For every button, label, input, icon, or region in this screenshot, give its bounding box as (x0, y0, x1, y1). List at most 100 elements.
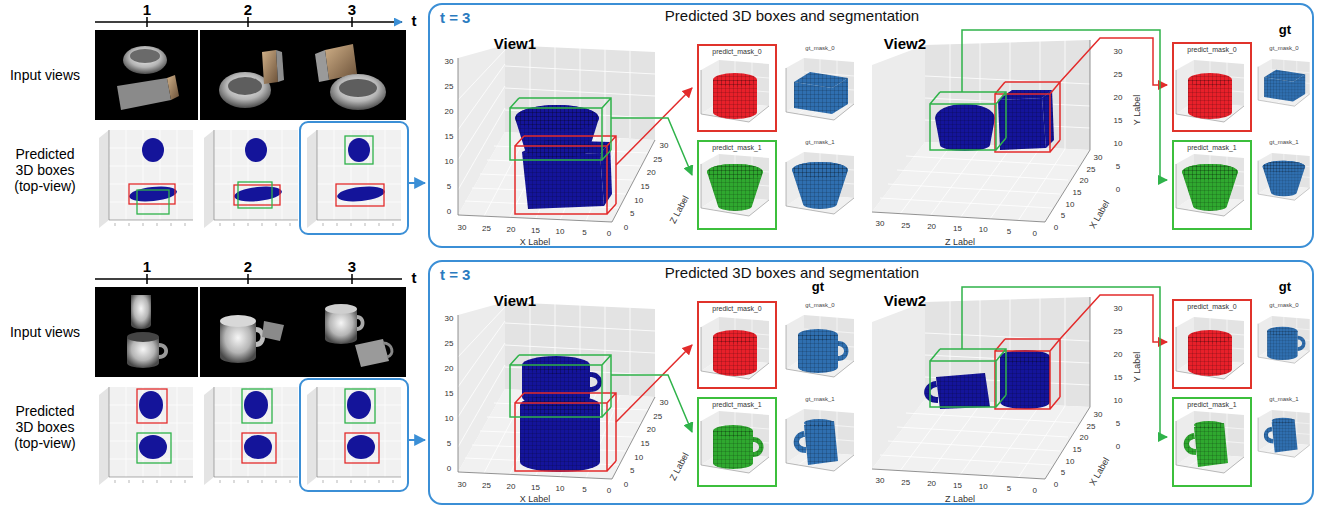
plot-title: gt_mask_0 (805, 45, 834, 52)
plot-title: gt_mask_0 (1269, 302, 1298, 309)
input-views (95, 30, 406, 120)
red-mask-box: predict_mask_0 (1172, 42, 1252, 132)
axis-label: Y Label (1133, 352, 1143, 382)
axis-label: Z Label (945, 495, 975, 505)
time-step-number: t (412, 13, 417, 30)
green-mask-box: predict_mask_1 (1172, 140, 1252, 230)
tick-number: 0 (1033, 229, 1037, 238)
plot-title: predict_mask_1 (712, 144, 761, 152)
tick-number: 5 (582, 229, 586, 238)
plot-title: gt_mask_1 (1269, 396, 1298, 403)
tick-number: 25 (445, 340, 454, 349)
tick-number: 10 (445, 415, 454, 424)
tick-number: 10 (1114, 140, 1123, 149)
tick-number: 20 (1080, 434, 1089, 443)
time-step-number: 1 (143, 259, 151, 276)
tick-number: 0 (447, 465, 451, 474)
tick-number: 30 (876, 477, 885, 486)
row-label: Input views (7, 67, 83, 83)
top-view-plots (99, 122, 425, 234)
result-panel: t = 3 Predicted 3D boxes and segmentation… (428, 260, 1314, 505)
tick-number: 20 (445, 108, 454, 117)
tick-number: 25 (445, 83, 454, 92)
view-label: View2 (884, 293, 926, 310)
tick-number: 25 (653, 155, 662, 164)
red-mask-box: predict_mask_0 (697, 301, 777, 389)
tick-number: 30 (458, 224, 467, 233)
tick-number: 20 (927, 480, 936, 489)
tick-number: 0 (624, 481, 628, 490)
time-step-number: 2 (244, 259, 252, 276)
tick-number: 15 (1073, 446, 1082, 455)
tick-number: 25 (482, 225, 491, 234)
axis-label: Z Label (945, 238, 975, 248)
input-views (95, 287, 406, 377)
axis-label: Y Label (1133, 95, 1143, 125)
tick-number: 15 (1114, 374, 1123, 383)
tick-number: 15 (641, 440, 650, 449)
tick-number: 5 (630, 467, 634, 476)
row-label: Predicted 3D boxes (top-view) (7, 403, 83, 451)
tick-number: 5 (447, 440, 451, 449)
plot-title: gt_mask_0 (1269, 45, 1298, 52)
view-label: View1 (494, 293, 536, 310)
red-mask-box: predict_mask_0 (697, 44, 777, 132)
tick-number: 20 (507, 226, 516, 235)
plot-title: gt_mask_1 (805, 396, 834, 403)
green-mask-box: predict_mask_1 (697, 140, 777, 230)
panel-title: Predicted 3D boxes and segmentation (665, 265, 919, 282)
tick-number: 25 (653, 412, 662, 421)
tick-number: 25 (901, 221, 910, 230)
axis-label: X Label (520, 238, 551, 248)
tick-number: 25 (1114, 71, 1123, 80)
tick-number: 0 (624, 224, 628, 233)
view-label: View1 (494, 36, 536, 53)
axis-label: Z Label (669, 451, 692, 482)
tick-number: 30 (660, 142, 669, 151)
tick-number: 20 (1080, 177, 1089, 186)
tick-number: 20 (647, 169, 656, 178)
tick-number: 0 (1033, 486, 1037, 495)
row-label: Input views (7, 324, 83, 340)
tick-number: 30 (1094, 154, 1103, 163)
tick-number: 10 (556, 485, 565, 494)
tick-number: 30 (1114, 305, 1123, 314)
plot-title: predict_mask_0 (1187, 303, 1236, 311)
view-plots (458, 287, 1167, 479)
tick-number: 20 (1114, 94, 1123, 103)
tick-number: 5 (630, 210, 634, 219)
tick-number: 30 (660, 399, 669, 408)
tick-number: 15 (445, 390, 454, 399)
tick-number: 10 (556, 228, 565, 237)
tick-number: 10 (1114, 397, 1123, 406)
axis-label: X Label (1088, 456, 1112, 487)
time-step: t = 3 (440, 267, 470, 284)
gt-label: gt (812, 280, 824, 294)
tick-number: 0 (447, 208, 451, 217)
top-view-plots (99, 379, 425, 491)
tick-number: 30 (445, 315, 454, 324)
time-step-number: 3 (348, 2, 356, 19)
tick-number: 20 (647, 426, 656, 435)
plot-title: predict_mask_0 (1187, 46, 1236, 54)
tick-number: 0 (607, 487, 611, 496)
tick-number: 15 (953, 481, 962, 490)
tick-number: 25 (1087, 165, 1096, 174)
tick-number: 30 (445, 58, 454, 67)
tick-number: 25 (1114, 328, 1123, 337)
gt-label: gt (1279, 23, 1291, 37)
gt-label: gt (1279, 280, 1291, 294)
plot-title: predict_mask_0 (712, 305, 761, 313)
tick-number: 20 (1114, 351, 1123, 360)
tick-number: 5 (1061, 469, 1065, 478)
view-label: View2 (884, 36, 926, 53)
tick-number: 25 (1087, 422, 1096, 431)
plot-title: predict_mask_1 (1187, 144, 1236, 152)
time-step-number: t (412, 270, 417, 287)
axis-label: Z Label (669, 194, 692, 225)
axis-label: X Label (520, 495, 551, 505)
plot-title: predict_mask_0 (712, 48, 761, 56)
tick-number: 15 (531, 227, 540, 236)
tick-number: 20 (927, 223, 936, 232)
tick-number: 20 (507, 483, 516, 492)
